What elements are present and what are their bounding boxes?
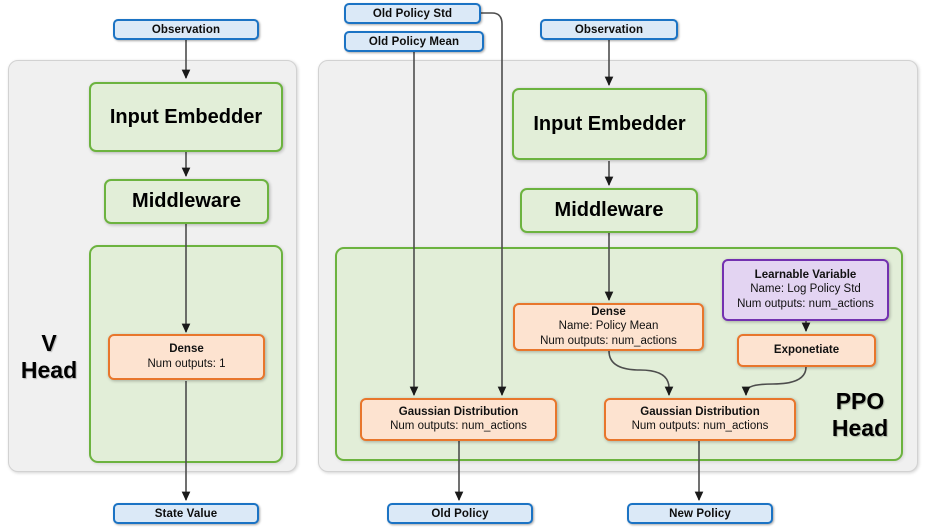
io-old-policy-label: Old Policy xyxy=(431,507,489,520)
op-exponentiate[interactable]: Exponetiate xyxy=(737,334,876,367)
op-gaussian-distribution-old[interactable]: Gaussian Distribution Num outputs: num_a… xyxy=(360,398,557,441)
module-middleware-v[interactable]: Middleware xyxy=(104,179,269,224)
v-head-caption-line2: Head xyxy=(20,357,78,384)
var-learnable-title: Learnable Variable xyxy=(754,268,857,281)
module-middleware-v-label: Middleware xyxy=(132,190,241,212)
module-middleware-ppo[interactable]: Middleware xyxy=(520,188,698,233)
io-old-policy-std[interactable]: Old Policy Std xyxy=(344,3,481,24)
module-input-embedder-ppo[interactable]: Input Embedder xyxy=(512,88,707,160)
io-observation-v-label: Observation xyxy=(151,23,221,36)
io-state-value-label: State Value xyxy=(154,507,218,520)
var-learnable-log-policy-std[interactable]: Learnable Variable Name: Log Policy Std … xyxy=(722,259,889,321)
io-observation-v[interactable]: Observation xyxy=(113,19,259,40)
op-dense-policy-mean-line2: Name: Policy Mean xyxy=(558,320,659,333)
io-observation-ppo[interactable]: Observation xyxy=(540,19,678,40)
ppo-head-caption: PPO Head xyxy=(820,388,900,442)
module-input-embedder-ppo-label: Input Embedder xyxy=(533,112,686,135)
op-dense-policy-mean-title: Dense xyxy=(591,305,626,318)
ppo-head-caption-line1: PPO xyxy=(835,388,885,414)
io-old-policy-mean-label: Old Policy Mean xyxy=(368,35,460,48)
io-state-value[interactable]: State Value xyxy=(113,503,259,524)
io-old-policy[interactable]: Old Policy xyxy=(387,503,533,524)
io-old-policy-mean[interactable]: Old Policy Mean xyxy=(344,31,484,52)
v-head-caption-line1: V xyxy=(41,330,57,356)
var-learnable-line3: Num outputs: num_actions xyxy=(737,298,874,311)
var-learnable-line2: Name: Log Policy Std xyxy=(750,283,861,296)
op-gaussian-distribution-new[interactable]: Gaussian Distribution Num outputs: num_a… xyxy=(604,398,796,441)
ppo-head-caption-line2: Head xyxy=(831,415,889,442)
module-input-embedder-v-label: Input Embedder xyxy=(109,105,263,128)
op-dense-v-title: Dense xyxy=(169,343,204,356)
io-new-policy-label: New Policy xyxy=(669,507,731,520)
op-gaussian-old-line2: Num outputs: num_actions xyxy=(390,420,527,433)
module-middleware-ppo-label: Middleware xyxy=(554,199,664,221)
io-observation-ppo-label: Observation xyxy=(574,23,644,36)
v-head-caption: V Head xyxy=(14,330,84,384)
io-new-policy[interactable]: New Policy xyxy=(627,503,773,524)
op-dense-v[interactable]: Dense Num outputs: 1 xyxy=(108,334,265,380)
op-dense-policy-mean-line3: Num outputs: num_actions xyxy=(540,335,677,348)
op-dense-v-line2: Num outputs: 1 xyxy=(147,357,226,370)
op-gaussian-old-title: Gaussian Distribution xyxy=(398,405,519,418)
op-gaussian-new-line2: Num outputs: num_actions xyxy=(631,420,769,433)
io-old-policy-std-label: Old Policy Std xyxy=(372,7,453,20)
op-dense-policy-mean[interactable]: Dense Name: Policy Mean Num outputs: num… xyxy=(513,303,704,351)
module-input-embedder-v[interactable]: Input Embedder xyxy=(89,82,283,152)
op-gaussian-new-title: Gaussian Distribution xyxy=(640,405,760,418)
op-exponentiate-title: Exponetiate xyxy=(773,344,840,357)
